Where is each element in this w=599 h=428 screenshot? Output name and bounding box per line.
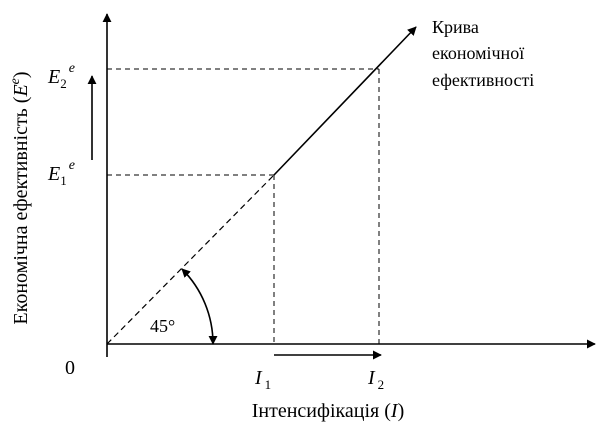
efficiency-curve: [273, 26, 417, 176]
y-axis-label: Економічна ефективність (Ee): [8, 71, 32, 324]
curve-label: Крива економічної ефективності: [432, 17, 534, 90]
y-tick-e2: E2e: [47, 61, 75, 91]
angle-arc: [181, 268, 218, 345]
dashed-diagonal: [106, 174, 275, 345]
curve-label-line-3: ефективності: [432, 70, 534, 90]
angle-label: 45°: [150, 316, 175, 336]
curve-label-line-2: економічної: [432, 43, 524, 63]
origin-label: 0: [65, 357, 75, 379]
y-tick-e1: E1e: [47, 158, 75, 188]
curve-label-line-1: Крива: [432, 17, 479, 37]
x-axis-label: Інтенсифікація (I): [252, 400, 405, 422]
